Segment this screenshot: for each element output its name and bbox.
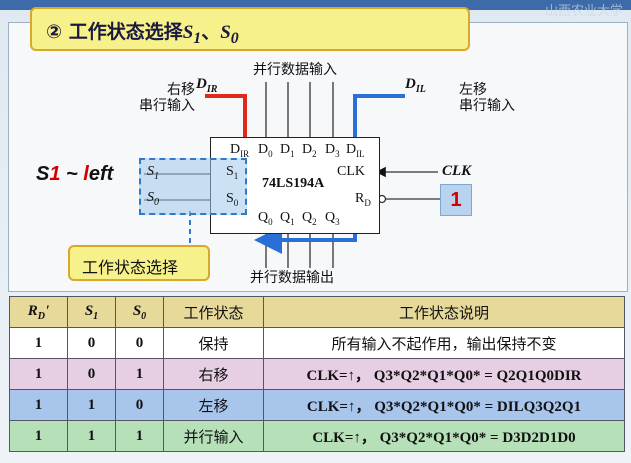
header-state: 工作状态 [163, 296, 264, 328]
table-row: 1 0 1 右移 CLK=↑， Q3*Q2*Q1*Q0* = Q2Q1Q0DIR [9, 358, 625, 390]
mode-select-callout: 工作状态选择 [68, 245, 210, 281]
parallel-input-label: 并行数据输入 [253, 62, 337, 78]
pin-d3: D3 [325, 142, 340, 159]
page-title: ② 工作状态选择S1、S0 [46, 21, 239, 47]
mode-table: RD' S1 S0 工作状态 工作状态说明 1 0 0 保持 所有输入不起作用，… [9, 296, 625, 452]
clk-label: CLK [442, 163, 472, 179]
cell-state: 并行输入 [163, 420, 264, 452]
cell-s1: 1 [67, 389, 116, 421]
cell-state: 左移 [163, 389, 264, 421]
header-s1: S1 [67, 296, 116, 328]
pin-clk: CLK [337, 164, 365, 179]
ext-s1-label: S1 [147, 164, 159, 182]
pin-rd: RD [355, 191, 371, 208]
cell-s0: 1 [115, 420, 164, 452]
dil-label: DIL [405, 76, 426, 95]
cell-desc: CLK=↑， Q3*Q2*Q1*Q0* = Q2Q1Q0DIR [263, 358, 625, 390]
cell-s0: 0 [115, 327, 164, 359]
table-row: 1 1 0 左移 CLK=↑， Q3*Q2*Q1*Q0* = DILQ3Q2Q1 [9, 389, 625, 421]
cell-s1: 0 [67, 358, 116, 390]
header-desc: 工作状态说明 [263, 296, 625, 328]
pin-q0: Q0 [258, 210, 273, 227]
table-row: 1 0 0 保持 所有输入不起作用，输出保持不变 [9, 327, 625, 359]
cell-rd: 1 [9, 389, 68, 421]
watermark: 山西农业大学 [544, 4, 623, 19]
pin-d1: D1 [280, 142, 295, 159]
cell-desc: CLK=↑， Q3*Q2*Q1*Q0* = D3D2D1D0 [263, 420, 625, 452]
top-strip [0, 0, 631, 10]
cell-rd: 1 [9, 327, 68, 359]
chip-name: 74LS194A [262, 176, 325, 191]
right-shift-serial-label: 右移 串行输入 [139, 82, 195, 114]
mode-select-highlight [139, 158, 247, 215]
dir-label: DIR [196, 76, 218, 95]
ext-s0-label: S0 [147, 190, 159, 208]
table-header-row: RD' S1 S0 工作状态 工作状态说明 [9, 296, 625, 328]
pin-q1: Q1 [280, 210, 295, 227]
pin-q2: Q2 [302, 210, 317, 227]
parallel-input-lines [265, 82, 334, 137]
cell-s0: 0 [115, 389, 164, 421]
s1-left-note: S1 ~ left [36, 163, 114, 185]
parallel-output-lines [265, 232, 334, 268]
rd-value-box: 1 [440, 184, 472, 216]
pin-dir: DIR [230, 142, 250, 159]
pin-d2: D2 [302, 142, 317, 159]
pin-q3: Q3 [325, 210, 340, 227]
cell-state: 保持 [163, 327, 264, 359]
table-row: 1 1 1 并行输入 CLK=↑， Q3*Q2*Q1*Q0* = D3D2D1D… [9, 420, 625, 452]
parallel-output-label: 并行数据输出 [250, 270, 334, 286]
pin-s1: S1 [226, 164, 239, 181]
title-box: ② 工作状态选择S1、S0 [30, 7, 470, 51]
pin-dil: DIL [346, 142, 365, 159]
pin-d0: D0 [258, 142, 273, 159]
header-rd: RD' [9, 296, 68, 328]
cell-s1: 0 [67, 327, 116, 359]
pin-s0: S0 [226, 191, 239, 208]
cell-s0: 1 [115, 358, 164, 390]
cell-rd: 1 [9, 358, 68, 390]
cell-state: 右移 [163, 358, 264, 390]
cell-s1: 1 [67, 420, 116, 452]
cell-desc: 所有输入不起作用，输出保持不变 [263, 327, 625, 359]
left-shift-serial-label: 左移 串行输入 [459, 82, 515, 114]
cell-desc: CLK=↑， Q3*Q2*Q1*Q0* = DILQ3Q2Q1 [263, 389, 625, 421]
header-s0: S0 [115, 296, 164, 328]
cell-rd: 1 [9, 420, 68, 452]
